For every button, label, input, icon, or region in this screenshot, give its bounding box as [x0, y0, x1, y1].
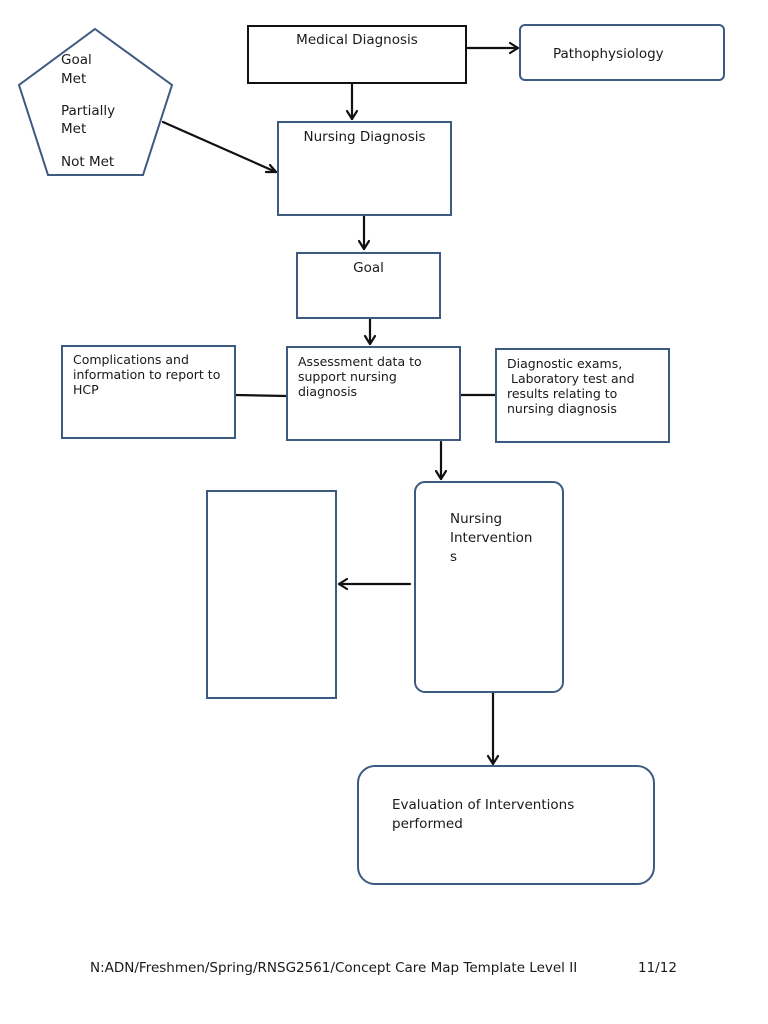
goal-box[interactable]: Goal	[296, 252, 441, 319]
footer-path: N:ADN/Freshmen/Spring/RNSG2561/Concept C…	[90, 960, 578, 976]
interventions-line-1: Nursing	[450, 511, 503, 527]
footer-date: 11/12	[638, 960, 677, 976]
assessment-line-3: diagnosis	[298, 384, 358, 399]
arrowhead-goal	[357, 239, 371, 251]
line-complications-assessment	[234, 393, 289, 398]
pentagon-line-not-met: Not Met	[61, 154, 114, 170]
complications-line-3: HCP	[73, 382, 99, 397]
blank-box[interactable]	[206, 490, 337, 699]
arrowhead-assessment	[363, 334, 377, 346]
arrowhead-pentagon	[264, 163, 278, 174]
diagnostic-box[interactable]: Diagnostic exams, Laboratory test and re…	[495, 348, 670, 443]
assessment-line-1: Assessment data to	[298, 354, 422, 369]
pentagon-line-partially: Partially	[61, 103, 115, 119]
goal-met-pentagon-shape[interactable]	[17, 27, 174, 176]
diagnostic-line-2: Laboratory test and	[507, 371, 635, 386]
arrowhead-nursing-dx	[345, 109, 359, 121]
evaluation-box[interactable]: Evaluation of Interventions performed	[357, 765, 655, 885]
complications-line-2: information to report to	[73, 367, 221, 382]
complications-line-1: Complications and	[73, 352, 189, 367]
arrow-pentagon-to-nursing-dx	[161, 120, 278, 174]
pathophysiology-label: Pathophysiology	[553, 46, 664, 62]
arrowhead-blank	[337, 577, 349, 591]
nursing-diagnosis-label: Nursing Diagnosis	[303, 129, 426, 145]
nursing-diagnosis-box[interactable]: Nursing Diagnosis	[277, 121, 452, 216]
complications-box[interactable]: Complications and information to report …	[61, 345, 236, 439]
evaluation-line-1: Evaluation of Interventions	[392, 797, 575, 813]
diagnostic-line-3: results relating to	[507, 386, 618, 401]
pentagon-line-met-2: Met	[61, 121, 86, 137]
pathophysiology-box[interactable]: Pathophysiology	[519, 24, 725, 81]
interventions-line-3: s	[450, 549, 458, 565]
arrowhead-interventions	[434, 469, 448, 481]
assessment-line-2: support nursing	[298, 369, 397, 384]
arrowhead-patho	[508, 41, 520, 55]
pentagon-line-goal: Goal	[61, 52, 92, 68]
medical-diagnosis-box[interactable]: Medical Diagnosis	[247, 25, 467, 84]
arrowhead-evaluation	[486, 754, 500, 766]
assessment-box[interactable]: Assessment data to support nursing diagn…	[286, 346, 461, 441]
medical-diagnosis-label: Medical Diagnosis	[296, 32, 418, 48]
goal-label: Goal	[353, 260, 384, 276]
interventions-line-2: Intervention	[450, 530, 533, 546]
pentagon-line-met-1: Met	[61, 71, 86, 87]
diagnostic-line-1: Diagnostic exams,	[507, 356, 623, 371]
diagnostic-line-4: nursing diagnosis	[507, 401, 617, 416]
nursing-interventions-box[interactable]: Nursing Intervention s	[414, 481, 564, 693]
evaluation-line-2: performed	[392, 816, 463, 832]
